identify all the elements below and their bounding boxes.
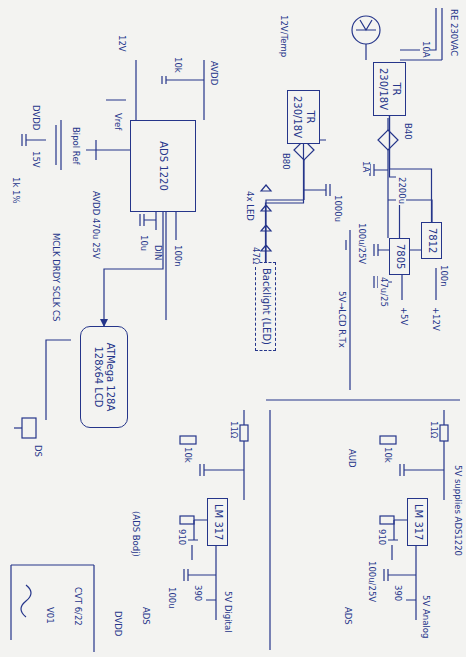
component-value: B80 <box>280 152 290 171</box>
box-title: TR <box>304 96 317 138</box>
component-value: 10k <box>382 446 392 464</box>
adc-chip: ADS 1220 <box>130 120 196 212</box>
component-value: 10A <box>420 40 430 59</box>
component-value: RE 230VAC <box>448 8 458 57</box>
component-value: Vref <box>112 112 122 131</box>
component-value: 1A <box>360 160 370 173</box>
box-title: ADS 1220 <box>157 126 170 206</box>
component-value: 5V→LCD R.Tx <box>336 290 346 349</box>
regulator-box: LM 317 <box>408 498 429 546</box>
box-title: Backlight (LED) <box>260 268 273 345</box>
component-value: 910 <box>376 528 386 546</box>
component-value: 5V supplies ADS1220 <box>452 464 462 557</box>
component-value: 100u/25V <box>366 560 376 603</box>
component-value: B40 <box>402 122 412 141</box>
component-value: 47Ω <box>250 246 260 265</box>
regulator-box: LM 317 <box>208 498 229 546</box>
component-value: 1k 1% <box>10 176 20 205</box>
component-value: 100n <box>438 264 448 288</box>
component-value: AVDD 470u 25V <box>90 190 100 260</box>
box-title: 7812 <box>426 228 439 253</box>
box-title: LM 317 <box>412 504 425 540</box>
component-value: AVDD <box>208 60 218 86</box>
wire-connector <box>266 144 304 262</box>
component-value: +5V <box>398 306 408 326</box>
component-value: 47u/25 <box>378 276 388 308</box>
component-value: 11Ω <box>228 420 238 439</box>
component-value: 12V <box>116 34 126 53</box>
transformer-box: TR230/18V <box>287 90 320 144</box>
component-value: 15V <box>30 150 40 169</box>
component-value: MCLK DRDY SCLK CS <box>50 232 60 322</box>
component-value: 4x LED <box>244 190 254 222</box>
component-value: 5V Analog <box>420 594 430 639</box>
component-value: V01 <box>44 606 54 625</box>
wire-connector <box>104 212 163 326</box>
component-value: 910 <box>176 528 186 546</box>
component-value: 390 <box>192 584 202 602</box>
component-value: 100u/25V <box>356 222 366 265</box>
component-value: 12V/Temp <box>278 14 288 58</box>
component-value: 5V Digital <box>222 590 232 634</box>
component-value: 10u <box>138 234 148 252</box>
regulator-box: 7812 <box>422 222 443 259</box>
component-value: DVDD <box>30 104 40 131</box>
component-value: +12V <box>430 306 440 332</box>
component-value: AUD <box>346 448 356 469</box>
wire-connector <box>390 116 432 222</box>
mcu-lcd-box: ATMega 128A128x64 LCD <box>80 326 128 428</box>
component-value: 100n <box>172 244 182 268</box>
component-value: 390 <box>392 584 402 602</box>
led-backlight: Backlight (LED) <box>256 262 277 351</box>
box-title: LM 317 <box>212 504 225 540</box>
transformer-box: TR230/18V <box>373 62 406 116</box>
component-value: ADS <box>342 606 352 626</box>
component-value: Bipol Ref <box>70 126 80 166</box>
box-subtitle: 230/18V <box>377 68 390 110</box>
component-value: 2200u <box>396 176 406 205</box>
component-value: 10k <box>172 56 182 74</box>
component-value: 11Ω <box>428 420 438 439</box>
component-value: CVT 6/22 <box>72 586 82 627</box>
box-subtitle: 230/18V <box>291 96 304 138</box>
component-value: DVDD <box>112 610 122 637</box>
box-title: 7805 <box>394 244 407 269</box>
regulator-box: 7805 <box>390 238 411 275</box>
component-value: 10k <box>182 446 192 464</box>
component-value: ADS <box>140 606 150 626</box>
component-value: 1000u <box>332 194 342 223</box>
box-subtitle: 128x64 LCD <box>92 332 105 422</box>
component-value: DIN <box>152 244 162 261</box>
box-title: ATMega 128A <box>104 332 117 422</box>
component-value: DS <box>32 444 42 458</box>
component-value: (ADS Bodj) <box>130 510 140 558</box>
component-value: 100u <box>166 586 176 610</box>
box-title: TR <box>390 68 403 110</box>
